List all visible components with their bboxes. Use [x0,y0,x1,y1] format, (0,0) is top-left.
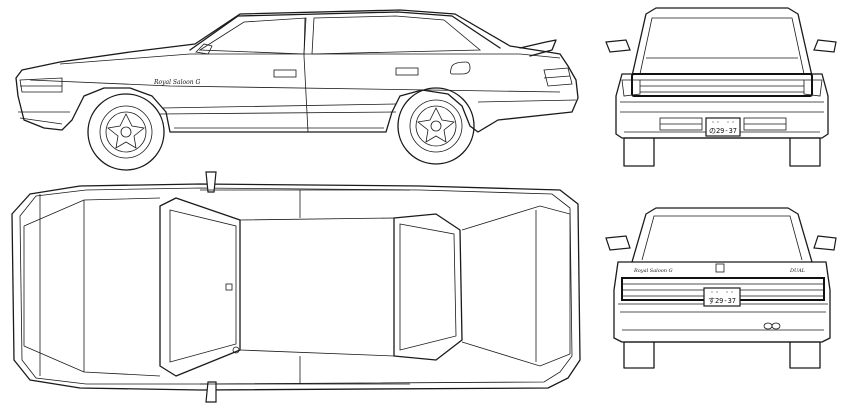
rear-right-tyre [789,341,821,369]
rear-right-mirror [813,235,837,251]
exhaust-tips [763,322,781,330]
rear-view: Royal Saloon G DUAL ・・ ・・ す29-37 [605,207,837,369]
front-view: ・・ ・・ の29-37 [605,7,837,167]
rear-badge-right: DUAL [789,268,806,274]
rear-left-tyre [623,341,655,369]
rear-plate-top: ・・ ・・ [709,290,734,296]
side-front-wheel [87,93,165,171]
front-left-tyre [623,137,655,167]
rear-license-plate: ・・ ・・ す29-37 [703,287,741,307]
rear-plate-number: す29-37 [708,297,736,305]
top-right-mirror [205,381,217,403]
front-left-mirror [605,39,631,53]
front-right-mirror [813,39,837,53]
front-license-plate: ・・ ・・ の29-37 [705,117,741,137]
front-plate-top: ・・ ・・ [710,120,735,126]
rear-left-mirror [605,235,631,251]
front-right-tyre [789,137,821,167]
side-view: Royal Saloon G [15,9,579,171]
rear-badge-left: Royal Saloon G [633,268,673,274]
side-rear-wheel [397,87,475,165]
top-left-mirror [205,171,217,193]
top-view [11,171,581,403]
rear-emblem [715,263,725,273]
front-plate-number: の29-37 [709,127,737,135]
side-badge: Royal Saloon G [153,79,201,86]
